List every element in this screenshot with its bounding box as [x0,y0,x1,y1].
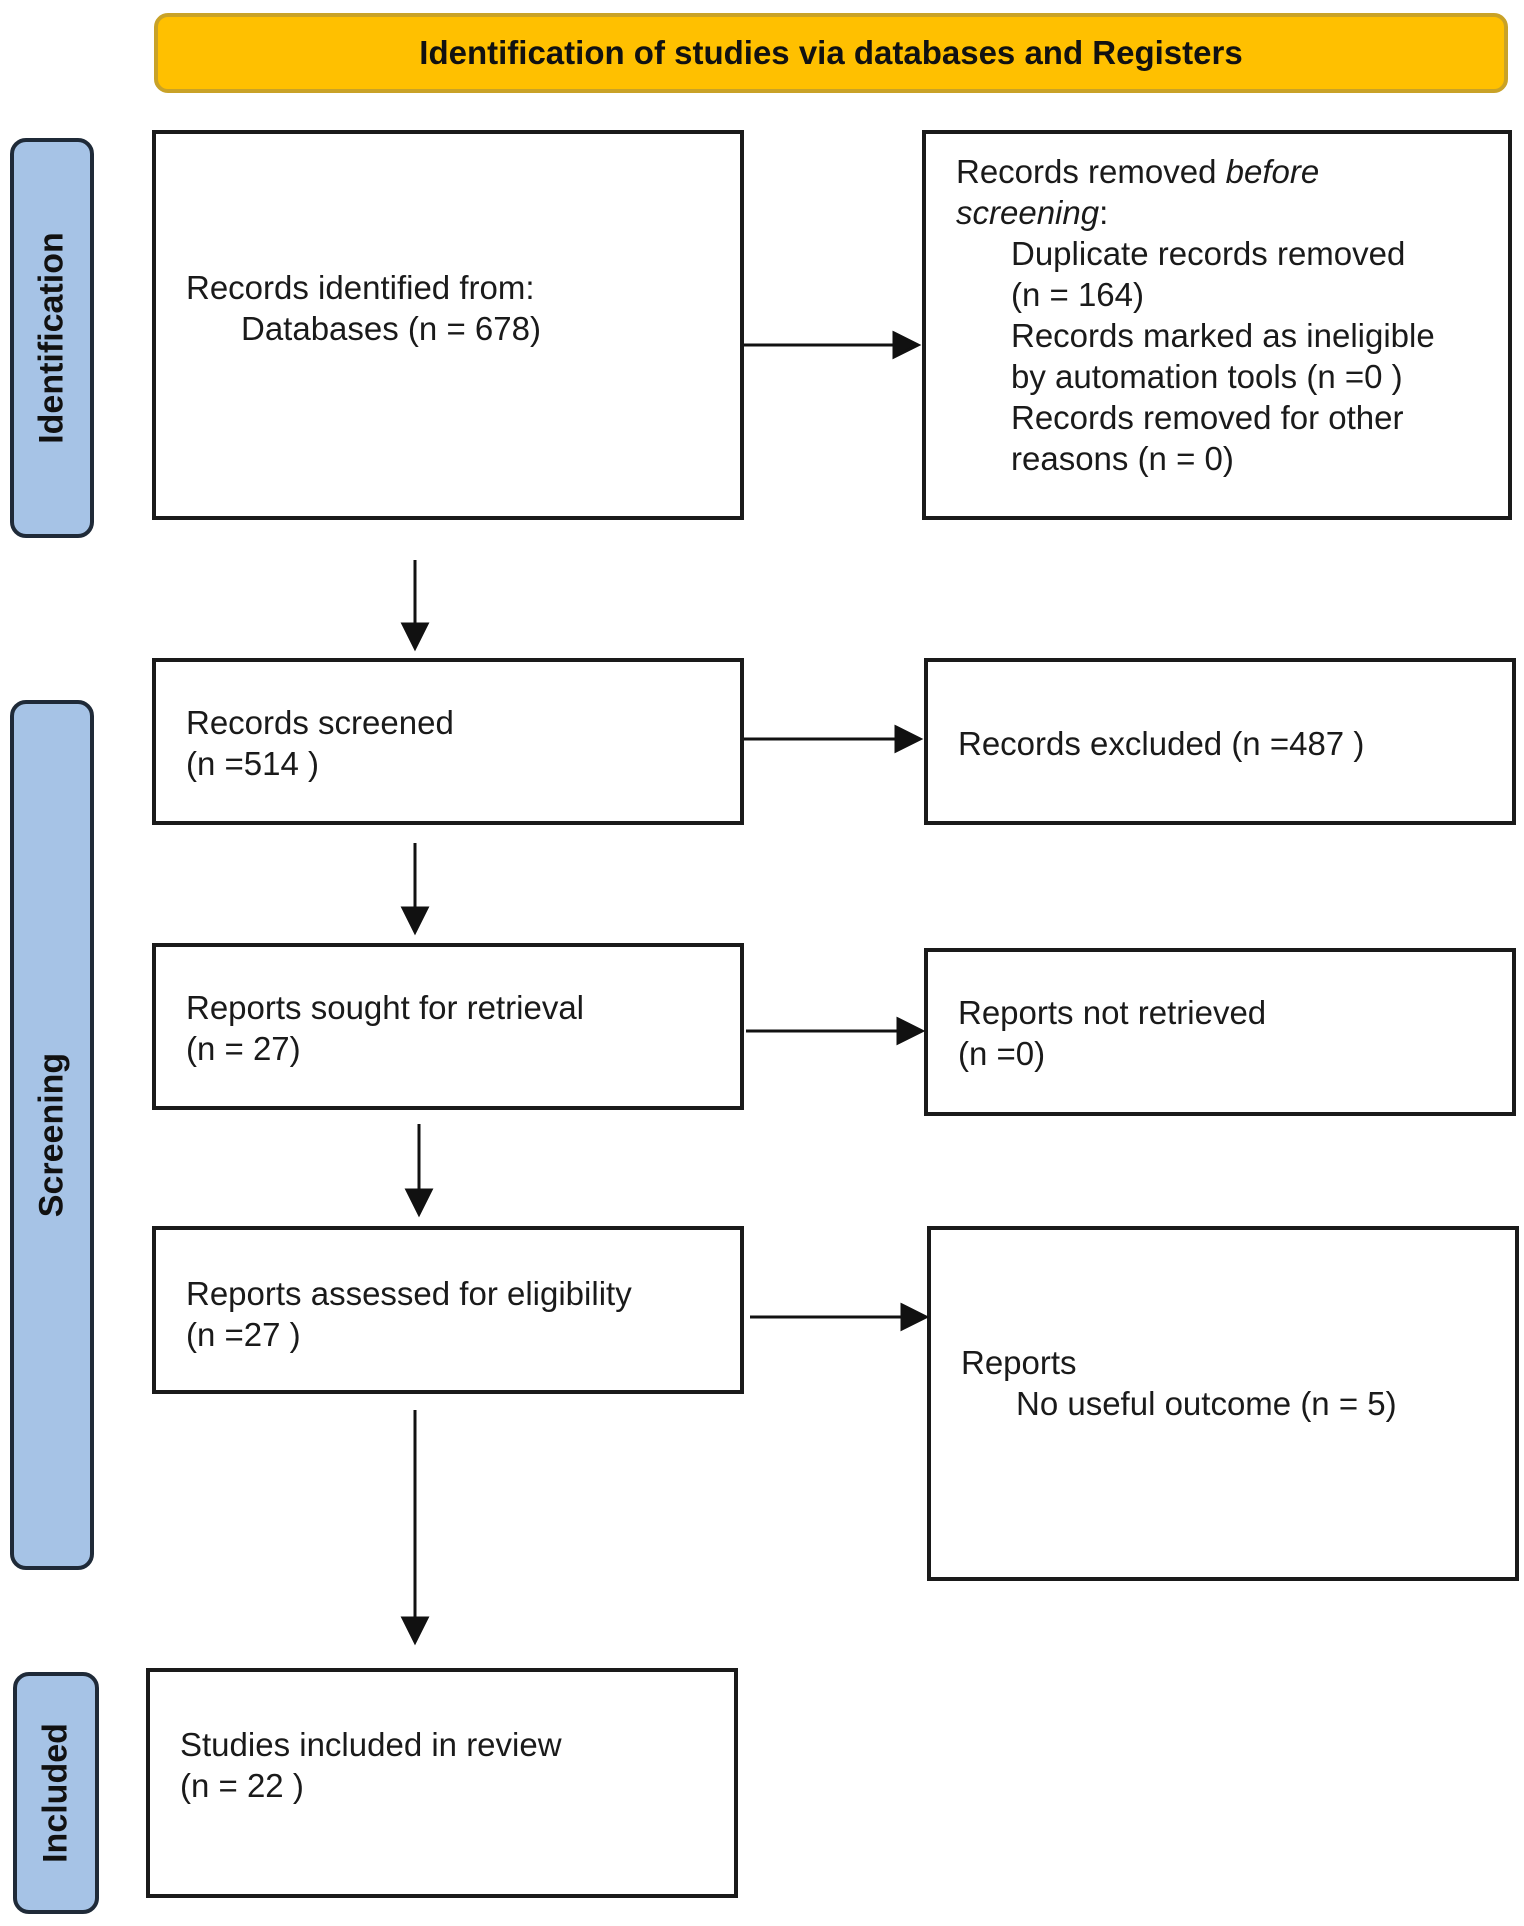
studies-included-label: Studies included in review [180,1726,562,1763]
reports-assessed-box: Reports assessed for eligibility (n =27 … [152,1226,744,1394]
phase-screening: Screening [10,700,94,1570]
records-identified-heading: Records identified from: [186,269,535,306]
automation-ineligible-count: by automation tools (n =0 ) [1011,358,1403,395]
phase-identification: Identification [10,138,94,538]
reports-not-retrieved-label: Reports not retrieved [958,994,1267,1031]
reports-sought-box: Reports sought for retrieval (n = 27) [152,943,744,1110]
arrowhead-assessed-to-included-icon [400,1616,430,1646]
records-removed-heading: Records removed before [956,153,1320,190]
databases-count: Databases (n = 678) [241,310,541,347]
other-reasons-count: reasons (n = 0) [1011,440,1234,477]
reports-excluded-heading: Reports [961,1344,1077,1381]
header-banner: Identification of studies via databases … [154,13,1508,93]
records-screened-count: (n =514 ) [186,745,319,782]
reports-not-retrieved-count: (n =0) [958,1035,1046,1072]
records-removed-heading-cont: screening: [956,194,1109,231]
arrowhead-sought-to-assessed-icon [404,1188,434,1218]
arrowhead-identified-to-removed-icon [892,330,922,360]
records-removed-box: Records removed before screening: Duplic… [922,130,1512,520]
reports-not-retrieved-box: Reports not retrieved (n =0) [924,948,1516,1116]
reports-sought-count: (n = 27) [186,1030,301,1067]
header-title: Identification of studies via databases … [419,34,1243,71]
reports-sought-label: Reports sought for retrieval [186,989,585,1026]
no-useful-outcome: No useful outcome (n = 5) [1016,1385,1397,1422]
phase-included: Included [13,1672,99,1914]
arrowhead-identified-to-screened-icon [400,622,430,652]
studies-included-count: (n = 22 ) [180,1767,304,1804]
arrowhead-screened-to-excluded-icon [894,724,924,754]
duplicate-records-count: (n = 164) [1011,276,1144,313]
duplicate-records: Duplicate records removed [1011,235,1406,272]
arrowhead-assessed-to-excluded-icon [900,1302,930,1332]
records-screened-label: Records screened [186,704,454,741]
records-identified-box: Records identified from: Databases (n = … [152,130,744,520]
studies-included-box: Studies included in review (n = 22 ) [146,1668,738,1898]
other-reasons: Records removed for other [1011,399,1404,436]
arrowhead-sought-to-not-retrieved-icon [896,1016,926,1046]
reports-assessed-label: Reports assessed for eligibility [186,1275,632,1312]
records-excluded-box: Records excluded (n =487 ) [924,658,1516,825]
arrowhead-screened-to-sought-icon [400,906,430,936]
automation-ineligible: Records marked as ineligible [1011,317,1435,354]
reports-excluded-box: Reports No useful outcome (n = 5) [927,1226,1519,1581]
records-excluded-label: Records excluded (n =487 ) [958,725,1365,762]
reports-assessed-count: (n =27 ) [186,1316,301,1353]
records-screened-box: Records screened (n =514 ) [152,658,744,825]
